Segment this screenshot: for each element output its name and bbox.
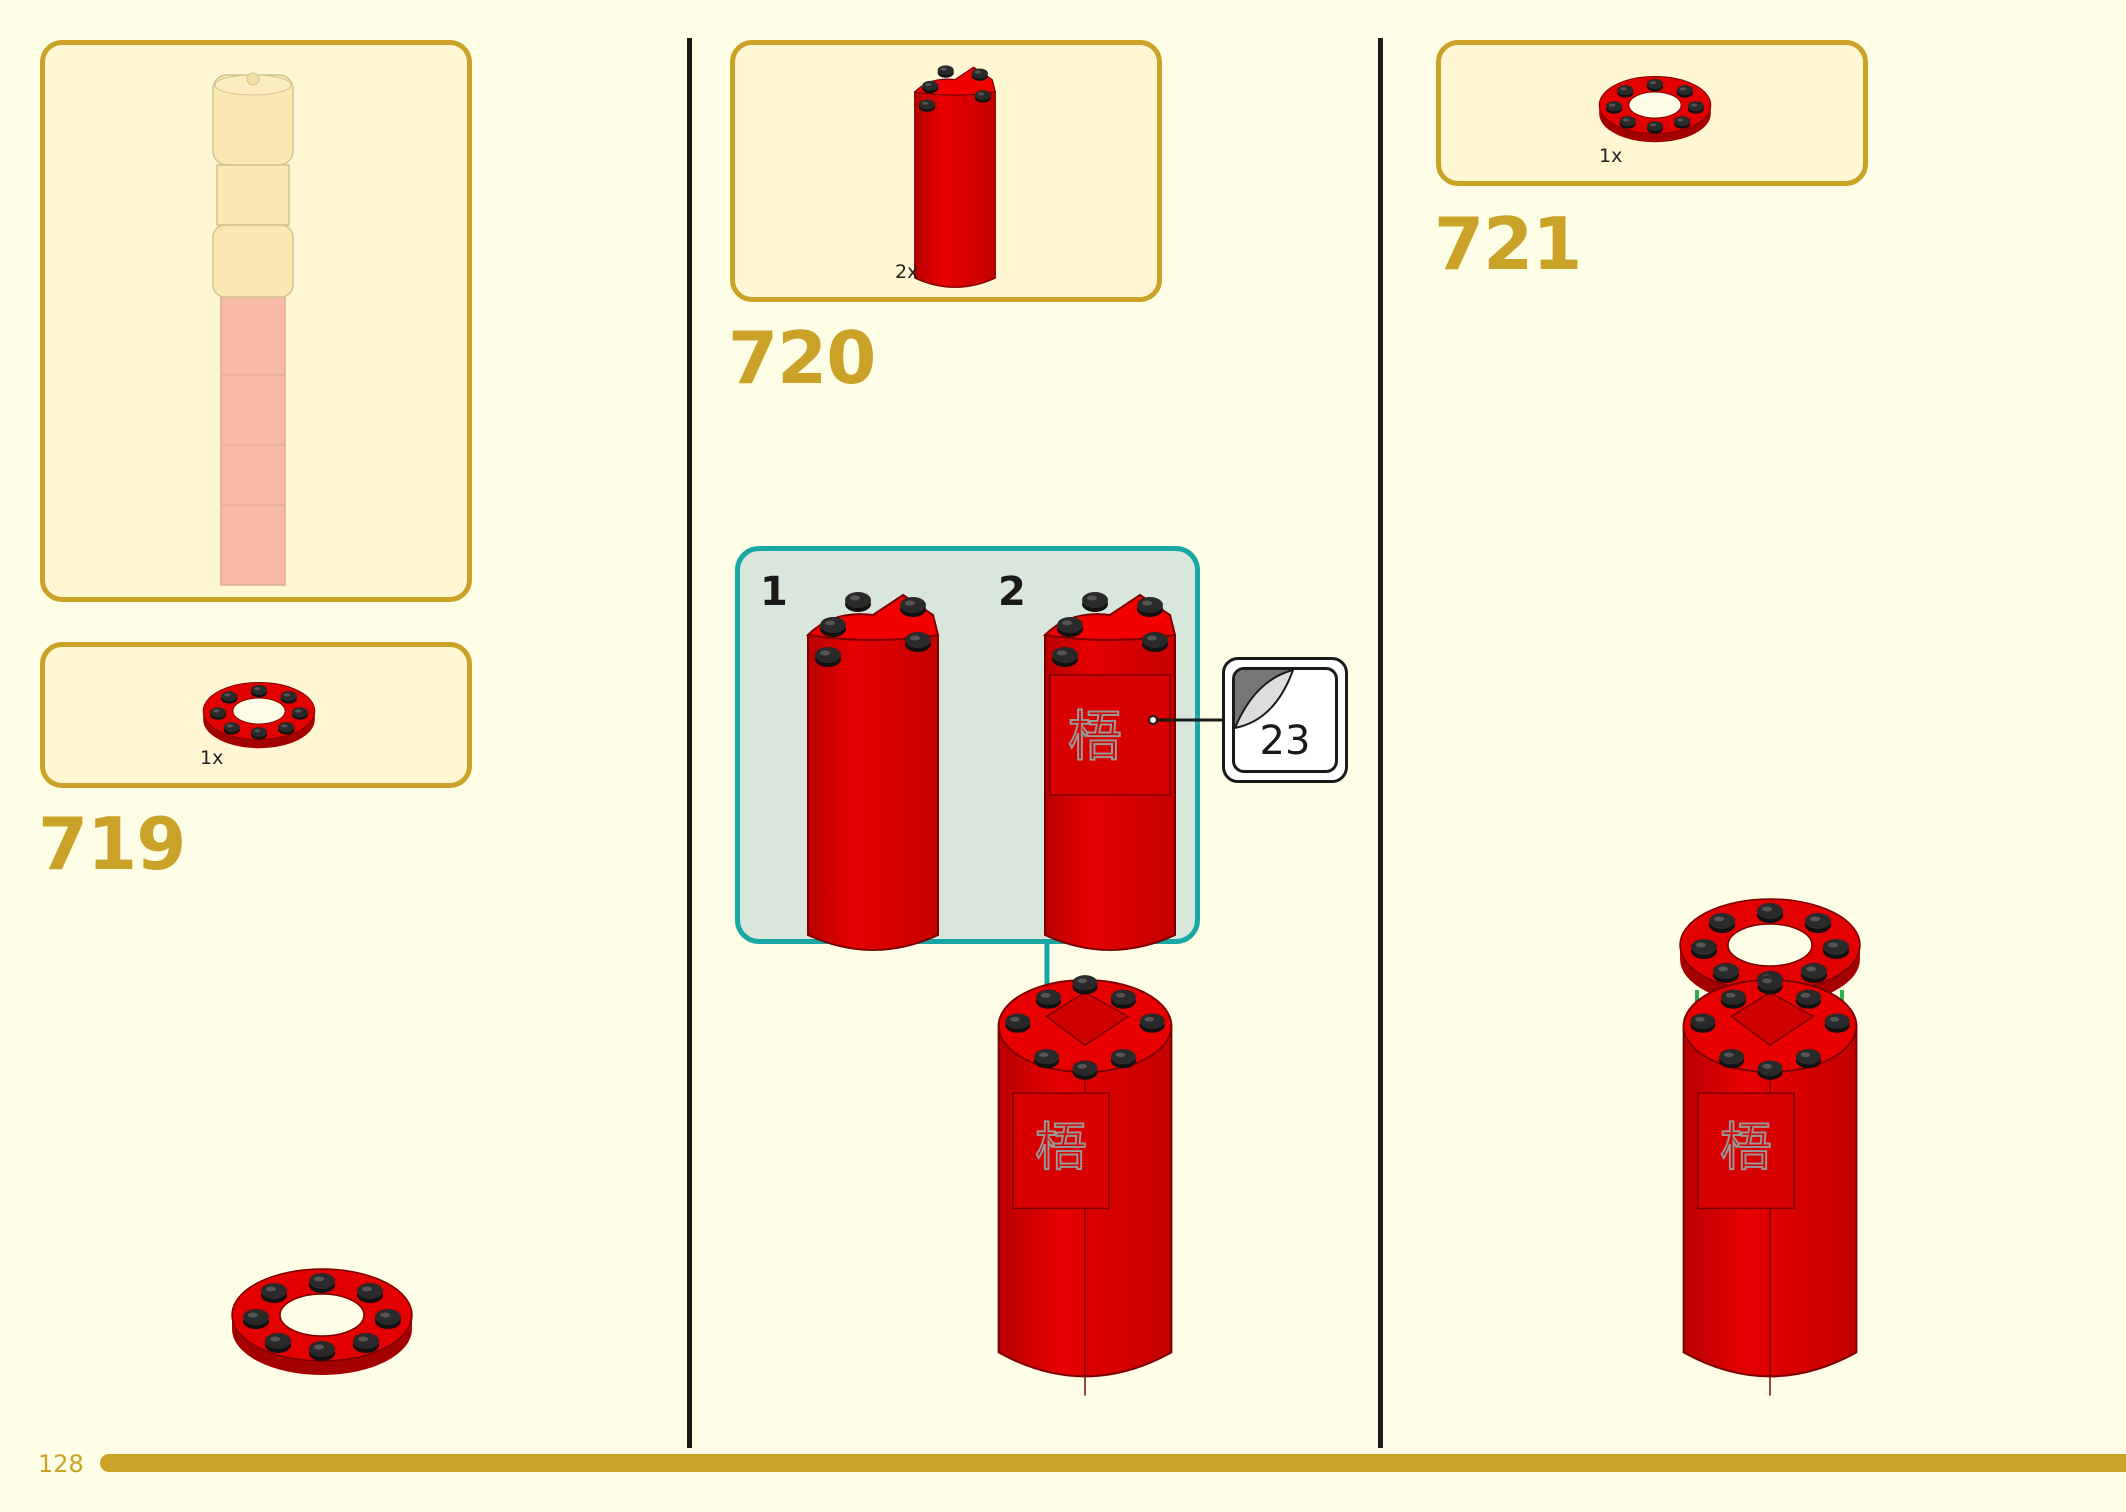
substep-1-wall-brick <box>788 585 958 945</box>
substep-number-2: 2 <box>998 569 1026 615</box>
step-number-721: 721 <box>1434 202 1582 286</box>
curved-wall-brick-icon <box>875 65 1035 285</box>
part-quantity: 1x <box>1599 145 1623 167</box>
tower-model-preview <box>212 72 294 586</box>
step-number-719: 719 <box>38 802 186 886</box>
model-progress-box <box>40 40 472 602</box>
part-quantity: 2x <box>895 261 919 283</box>
round-plate-icon <box>197 667 337 757</box>
parts-list-box-720: 2x <box>730 40 1162 302</box>
sticker-pointer-line <box>1148 715 1222 725</box>
page-number: 128 <box>38 1450 84 1478</box>
step-719-ring-plate <box>232 1250 432 1390</box>
column-divider-1 <box>687 38 692 1448</box>
page-progress-bar <box>100 1454 2126 1472</box>
substep-2-wall-brick-with-sticker: 梧 <box>1025 585 1195 945</box>
parts-list-box-721: 1x <box>1436 40 1868 186</box>
svg-text:梧: 梧 <box>1068 705 1122 768</box>
substep-number-1: 1 <box>760 569 788 615</box>
column-divider-2 <box>1378 38 1383 1448</box>
sticker-callout: 23 <box>1222 657 1348 783</box>
parts-list-box-719: 1x <box>40 642 472 788</box>
step-720-cylinder-assembly <box>975 1025 1195 1385</box>
step-number-720: 720 <box>728 316 876 400</box>
sticker-peel-icon <box>1235 670 1295 730</box>
sticker-number: 23 <box>1259 718 1311 764</box>
part-quantity: 1x <box>200 747 224 769</box>
step-721-cylinder-assembly <box>1660 1025 1880 1385</box>
substep-callout: 1 2 梧 <box>735 546 1200 944</box>
round-plate-icon <box>1593 61 1733 151</box>
